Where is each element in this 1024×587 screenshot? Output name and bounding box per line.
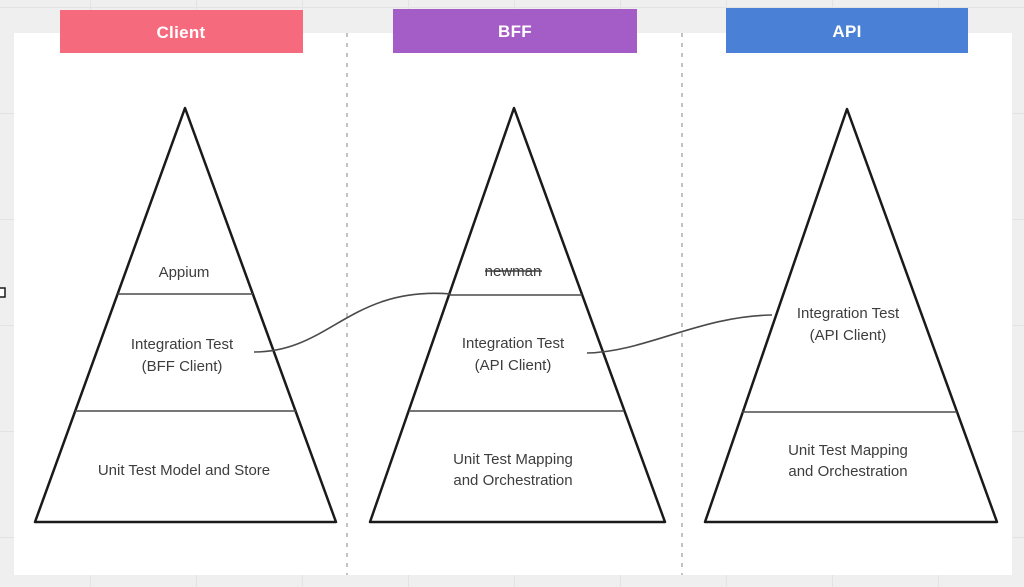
api-layer-unit-label-line1: Unit Test Mapping: [788, 442, 908, 459]
api-pyramid-outline[interactable]: [703, 107, 999, 524]
client-layer-appium-label: Appium: [159, 264, 210, 281]
header-banner-api[interactable]: API: [726, 8, 968, 53]
pyramid-bff[interactable]: newman Integration Test (API Client) Uni…: [368, 106, 667, 524]
pyramid-api[interactable]: Integration Test (API Client) Unit Test …: [703, 107, 999, 524]
api-banner-label: API: [832, 22, 861, 41]
client-banner-rect[interactable]: [60, 10, 303, 53]
bff-layer-integration-label-line2: (API Client): [475, 357, 552, 374]
header-banner-client[interactable]: Client: [60, 10, 303, 53]
connector-client-to-bff[interactable]: [253, 292, 452, 353]
bff-layer-unit-label-line2: and Orchestration: [453, 472, 572, 489]
client-banner-label: Client: [156, 23, 205, 42]
client-layer-integration-label-line1: Integration Test: [131, 336, 234, 353]
bff-banner-rect[interactable]: [393, 9, 637, 53]
bff-pyramid-outline[interactable]: [368, 106, 667, 524]
client-layer-integration-label-line2: (BFF Client): [142, 358, 223, 375]
api-banner-rect[interactable]: [726, 8, 968, 53]
pyramid-client[interactable]: Appium Integration Test (BFF Client) Uni…: [33, 106, 338, 524]
header-banner-bff[interactable]: BFF: [393, 9, 637, 53]
api-layer-integration-label-line2: (API Client): [810, 327, 887, 344]
left-edge-artifact: [0, 287, 6, 298]
bff-layer-unit-label-line1: Unit Test Mapping: [453, 451, 573, 468]
bff-banner-label: BFF: [498, 22, 532, 41]
connector-bff-to-api[interactable]: [586, 314, 773, 354]
bff-layer-integration-label-line1: Integration Test: [462, 335, 565, 352]
api-layer-unit-label-line2: and Orchestration: [788, 463, 907, 480]
client-layer-unit-label: Unit Test Model and Store: [98, 462, 270, 479]
api-layer-integration-label-line1: Integration Test: [797, 305, 900, 322]
client-pyramid-outline[interactable]: [33, 106, 338, 524]
